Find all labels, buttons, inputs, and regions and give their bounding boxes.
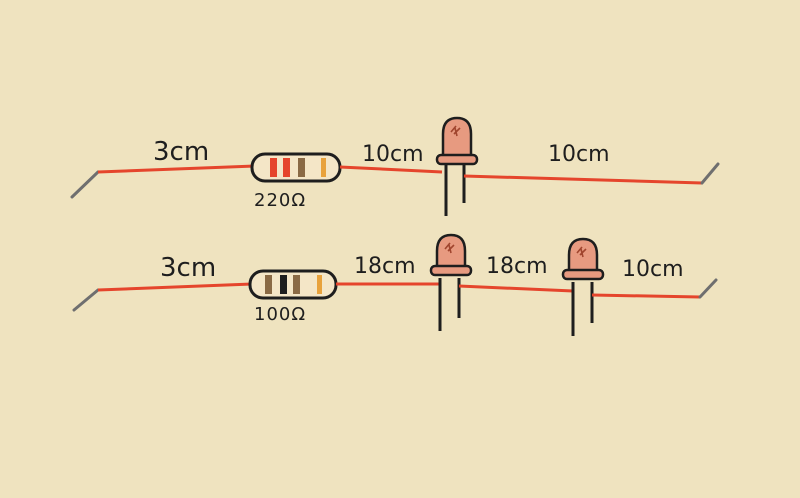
lead-end-right (698, 278, 718, 299)
led-rim (435, 153, 479, 166)
resistor-band (280, 275, 287, 294)
length-label: 10cm (362, 142, 424, 167)
length-label: 3cm (160, 253, 216, 283)
resistor-band (270, 158, 277, 177)
length-label: 10cm (622, 257, 684, 282)
resistor-band (317, 275, 322, 294)
resistor-band (293, 275, 300, 294)
wire-segment-1 (97, 282, 253, 292)
wire-segment-3 (458, 284, 574, 293)
length-label: 18cm (354, 254, 416, 279)
led (429, 233, 473, 331)
led-die-mark (576, 246, 587, 258)
lead-end-right (700, 162, 720, 185)
led-rim (561, 268, 605, 281)
wire-segment-1 (97, 164, 257, 174)
length-label: 18cm (486, 254, 548, 279)
led-body (441, 116, 473, 159)
led-rim (429, 264, 473, 277)
lead-end-left (72, 288, 100, 312)
wire-segment-2 (339, 165, 443, 174)
lead-end-left (70, 170, 100, 199)
led-die-mark (450, 125, 461, 137)
wire-segment-4 (591, 293, 701, 299)
resistor-band (283, 158, 290, 177)
resistor-body (250, 152, 342, 183)
led (435, 116, 479, 216)
led (561, 237, 605, 336)
strip-bottom: 3cm 18cm 18cm 10cm 100Ω (72, 233, 718, 336)
resistor-band (265, 275, 272, 294)
led-die-mark (444, 242, 455, 254)
length-label: 10cm (548, 142, 610, 167)
wire-segment-3 (463, 174, 703, 185)
resistor-value-label: 100Ω (254, 304, 306, 325)
resistor (250, 152, 342, 183)
resistor-value-label: 220Ω (254, 190, 306, 211)
resistor-band (321, 158, 326, 177)
length-label: 3cm (153, 137, 209, 167)
strip-top: 3cm 10cm 10cm 220Ω (70, 116, 720, 216)
resistor (248, 269, 338, 300)
resistor-band (298, 158, 305, 177)
